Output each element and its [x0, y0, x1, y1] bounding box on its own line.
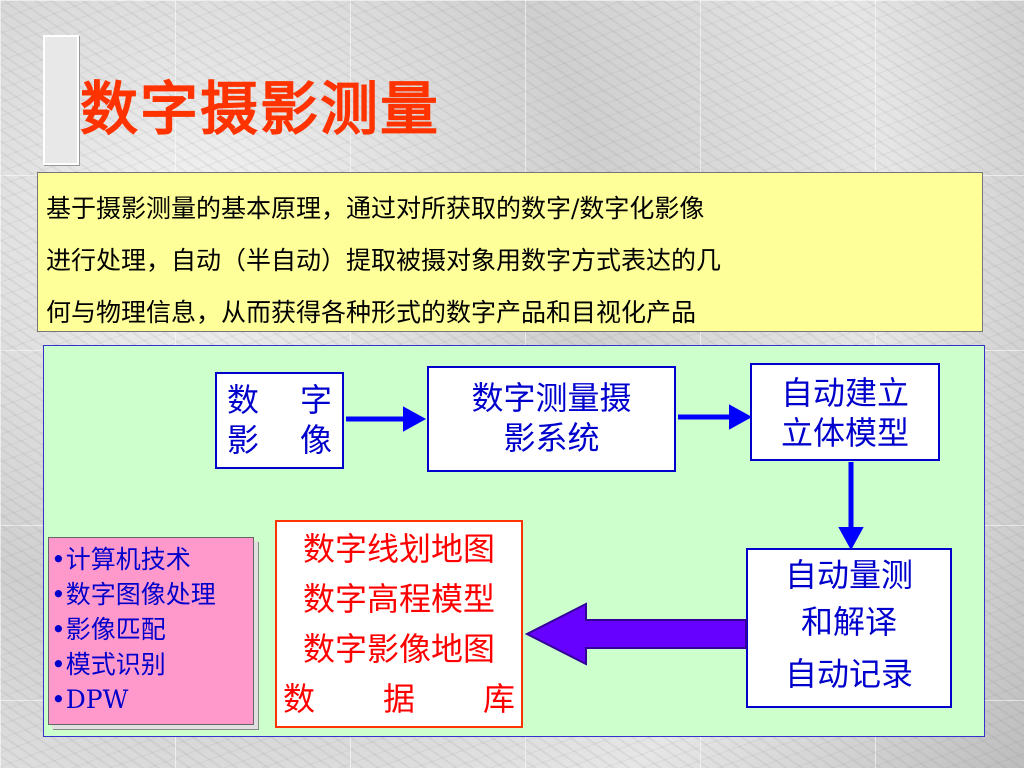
page-title: 数字摄影测量 — [80, 75, 441, 143]
stereo-model-box: 自动建立 立体模型 — [750, 363, 940, 461]
techniques-box: 计算机技术 数字图像处理 影像匹配 模式识别 DPW — [48, 537, 254, 725]
digital-image-char: 像 — [299, 421, 332, 459]
box-line: 自动量测 — [784, 556, 913, 594]
definition-line: 基于摄影测量的基本原理，通过对所获取的数字/数字化影像 — [46, 194, 705, 223]
technique-item: 影像匹配 — [51, 612, 251, 647]
measurement-box: 自动量测 和解译 自动记录 — [746, 548, 952, 708]
box-line: 自动记录 — [784, 655, 913, 693]
product-line: 数字高程模型 — [302, 580, 495, 618]
digital-image-char: 影 — [227, 421, 260, 459]
box-line: 数字测量摄 — [471, 379, 632, 417]
definition-line: 进行处理，自动（半自动）提取被摄对象用数字方式表达的几 — [46, 246, 722, 275]
products-box: 数字线划地图 数字高程模型 数字影像地图 数 据 库 — [275, 520, 523, 728]
technique-item: 模式识别 — [51, 647, 251, 682]
box-line: 立体模型 — [780, 414, 909, 452]
digital-image-char: 数 — [227, 381, 260, 419]
big-arrow-measure-to-products — [524, 602, 747, 666]
digital-image-char: 字 — [299, 381, 332, 419]
technique-item: 数字图像处理 — [51, 577, 251, 612]
technique-item: 计算机技术 — [51, 542, 251, 577]
database-char: 数 — [283, 680, 316, 718]
photogrammetry-system-box: 数字测量摄 影系统 — [427, 366, 676, 472]
database-char: 据 — [382, 680, 415, 718]
box-line: 和解译 — [800, 603, 897, 641]
product-line: 数字线划地图 — [302, 530, 495, 568]
definition-text-box: 基于摄影测量的基本原理，通过对所获取的数字/数字化影像 进行处理，自动（半自动）… — [37, 172, 983, 332]
product-line: 数字影像地图 — [302, 630, 495, 668]
database-char: 库 — [482, 680, 515, 718]
arrow-model-to-measure — [838, 462, 864, 551]
technique-item: DPW — [51, 682, 251, 717]
title-accent-bar — [43, 35, 79, 165]
arrow-image-to-system — [346, 406, 427, 432]
digital-image-box: 数 字 影 像 — [215, 372, 344, 469]
arrow-system-to-model — [678, 404, 753, 430]
database-line: 数 据 库 — [277, 674, 521, 724]
definition-line: 何与物理信息，从而获得各种形式的数字产品和目视化产品 — [46, 298, 697, 327]
box-line: 影系统 — [503, 419, 600, 457]
box-line: 自动建立 — [780, 374, 909, 412]
